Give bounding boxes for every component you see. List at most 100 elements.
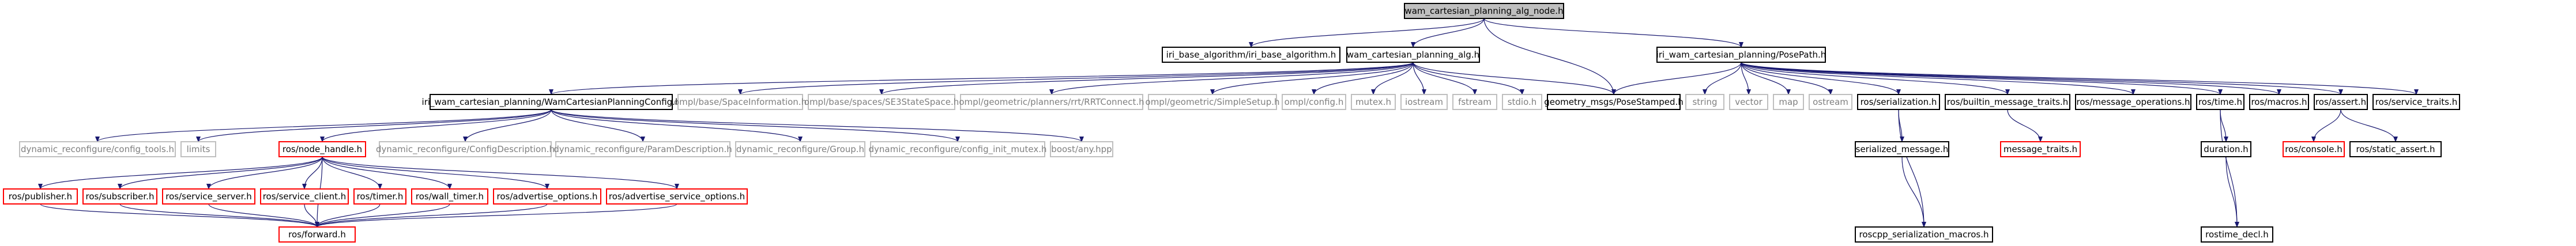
node-advopts[interactable]: ros/advertise_options.h — [493, 188, 601, 205]
node-ostream-label: ostream — [1813, 97, 1848, 107]
edge-alg-to-rrtconnect — [1049, 62, 1414, 95]
node-msgops-box — [2075, 94, 2191, 110]
edge-advopts-to-rosforwards — [315, 203, 548, 228]
node-spaceinfo: ompl/base/SpaceInformation.h — [674, 94, 807, 110]
node-group-label: dynamic_reconfigure/Group.h — [736, 144, 864, 155]
node-iri_base-box — [1162, 47, 1340, 63]
node-staticassert[interactable]: ros/static_assert.h — [2349, 141, 2442, 157]
node-sermsg[interactable]: serialized_message.h — [1855, 141, 1949, 157]
edge-posepath-to-rostime — [1741, 62, 2223, 95]
edge-posepath-to-msgops — [1741, 62, 2136, 95]
node-advsvcopts-box — [606, 188, 748, 205]
node-assert[interactable]: ros/assert.h — [2314, 94, 2368, 110]
node-string: string — [1685, 94, 1724, 110]
node-cfgtools-label: dynamic_reconfigure/config_tools.h — [21, 144, 174, 155]
node-serialization-box — [1857, 94, 1940, 110]
edge-nodehandle-to-publisher — [38, 156, 323, 190]
node-msgops[interactable]: ros/message_operations.h — [2075, 94, 2191, 110]
node-duration[interactable]: duration.h — [2201, 141, 2251, 157]
node-iri_base[interactable]: iri_base_algorithm/iri_base_algorithm.h — [1162, 47, 1340, 63]
node-serviceserver-box — [162, 188, 255, 205]
node-alg-label: wam_cartesian_planning_alg.h — [1347, 50, 1479, 60]
node-boostany: boost/any.hpp — [1050, 141, 1113, 157]
node-nodehandle-box — [278, 141, 366, 157]
node-timer-label: ros/timer.h — [357, 191, 404, 202]
node-rrtconnect-label: ompl/geometric/planners/rrt/RRTConnect.h — [959, 97, 1144, 107]
edge-subscriber-to-rosforwards — [119, 203, 319, 228]
edge-rostime-to-duration — [2220, 109, 2228, 142]
node-boostany-box — [1050, 141, 1113, 157]
node-serialization-label: ros/serialization.h — [1861, 97, 1937, 107]
node-iostream: iostream — [1400, 94, 1448, 110]
node-servicetraits-box — [2372, 94, 2460, 110]
node-iri_base-label: iri_base_algorithm/iri_base_algorithm.h — [1166, 50, 1336, 60]
node-posepath[interactable]: iri_wam_cartesian_planning/PosePath.h — [1656, 47, 1826, 63]
node-msgtraits[interactable]: message_traits.h — [2000, 141, 2081, 157]
node-posepath-box — [1656, 47, 1826, 63]
node-omplconfig-box — [1282, 94, 1346, 110]
node-builtin-label: ros/builtin_message_traits.h — [1947, 97, 2069, 108]
node-servicetraits[interactable]: ros/service_traits.h — [2372, 94, 2460, 110]
edge-nodehandle-to-serviceserver — [206, 156, 323, 190]
node-macros[interactable]: ros/macros.h — [2249, 94, 2309, 110]
node-paramdesc: dynamic_reconfigure/ParamDescription.h — [553, 141, 732, 157]
node-config[interactable]: iri_wam_cartesian_planning/WamCartesianP… — [422, 94, 681, 110]
node-rostime[interactable]: ros/time.h — [2196, 94, 2244, 110]
node-root[interactable]: wam_cartesian_planning_alg_node.h — [1404, 3, 1564, 19]
edge-root-to-alg — [1411, 18, 1485, 48]
node-subscriber[interactable]: ros/subscriber.h — [82, 188, 157, 205]
node-fstream: fstream — [1452, 94, 1497, 110]
edge-advsvcopts-to-rosforwards — [315, 203, 677, 228]
node-duration-label: duration.h — [2204, 144, 2248, 154]
node-publisher[interactable]: ros/publisher.h — [3, 188, 78, 205]
node-alg-box — [1346, 47, 1480, 63]
edge-nodehandle-to-serviceclient — [302, 156, 323, 190]
node-walltimer[interactable]: ros/wall_timer.h — [411, 188, 488, 205]
node-timer[interactable]: ros/timer.h — [353, 188, 406, 205]
node-advopts-label: ros/advertise_options.h — [497, 191, 598, 202]
edge-config-to-cfgtools — [95, 109, 552, 142]
node-serviceclient[interactable]: ros/service_client.h — [260, 188, 349, 205]
node-serviceserver[interactable]: ros/service_server.h — [162, 188, 255, 205]
edge-walltimer-to-rosforwards — [315, 203, 450, 228]
edge-config-to-paramdesc — [551, 109, 645, 142]
node-rosforwards[interactable]: ros/forward.h — [278, 226, 356, 243]
node-assert-label: ros/assert.h — [2315, 97, 2366, 107]
edge-config-to-boostany — [551, 109, 1084, 142]
node-fstream-label: fstream — [1458, 97, 1492, 107]
edge-alg-to-fstream — [1413, 62, 1477, 95]
node-limits-label: limits — [187, 144, 210, 154]
dependency-edges — [38, 18, 2419, 228]
node-serialization[interactable]: ros/serialization.h — [1857, 94, 1940, 110]
edge-alg-to-omplconfig — [1312, 62, 1414, 95]
node-posestamped-box — [1547, 94, 1681, 110]
node-string-box — [1685, 94, 1724, 110]
node-nodehandle[interactable]: ros/node_handle.h — [278, 141, 366, 157]
edge-alg-to-posestamped — [1413, 62, 1616, 95]
node-rostimedecl[interactable]: rostime_decl.h — [2201, 226, 2273, 243]
edge-alg-to-spaceinfo — [738, 62, 1414, 95]
node-advsvcopts[interactable]: ros/advertise_service_options.h — [606, 188, 748, 205]
node-console[interactable]: ros/console.h — [2283, 141, 2345, 157]
node-roscppser[interactable]: roscpp_serialization_macros.h — [1855, 226, 1993, 243]
edge-config-to-group — [551, 109, 803, 142]
edge-serialization-to-roscppser — [1898, 109, 1926, 228]
node-rostimedecl-label: rostime_decl.h — [2205, 229, 2269, 240]
node-iostream-box — [1400, 94, 1448, 110]
edge-duration-to-rostimedecl — [2225, 156, 2239, 228]
edge-rostime-to-rostimedecl — [2220, 109, 2239, 228]
node-builtin[interactable]: ros/builtin_message_traits.h — [1945, 94, 2070, 110]
edge-serviceserver-to-rosforwards — [208, 203, 319, 228]
node-alg[interactable]: wam_cartesian_planning_alg.h — [1346, 47, 1480, 63]
edge-timer-to-rosforwards — [315, 203, 381, 228]
node-omplconfig: ompl/config.h — [1282, 94, 1346, 110]
edge-alg-to-mutex — [1371, 62, 1414, 95]
node-cfgtype-label: dynamic_reconfigure/ConfigDescription.h — [376, 144, 555, 155]
node-iostream-label: iostream — [1405, 97, 1443, 107]
node-posestamped[interactable]: geometry_msgs/PoseStamped.h — [1544, 94, 1684, 110]
node-vector-label: vector — [1735, 97, 1762, 107]
node-timer-box — [353, 188, 406, 205]
node-subscriber-label: ros/subscriber.h — [86, 191, 155, 202]
node-se3: ompl/base/spaces/SE3StateSpace.h — [804, 94, 959, 110]
node-mutex-box — [1351, 94, 1396, 110]
